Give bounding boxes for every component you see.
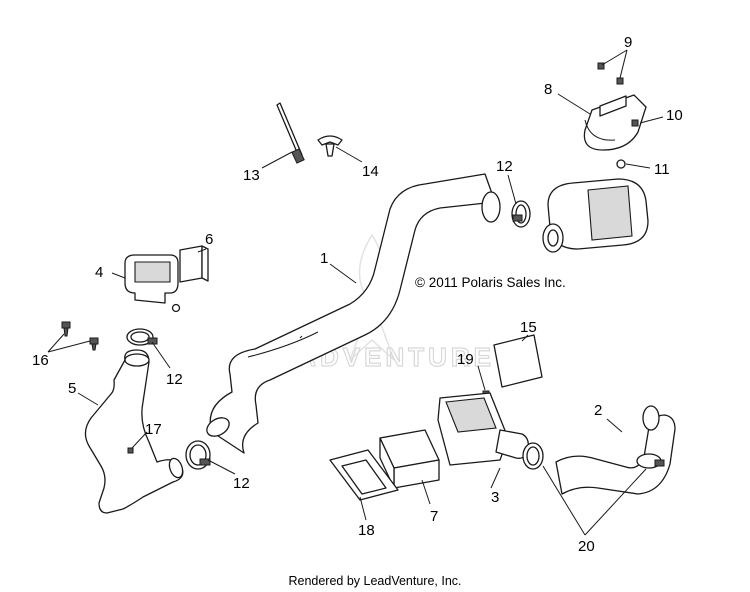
- callout-14: 14: [362, 163, 379, 180]
- callout-4: 4: [95, 264, 103, 281]
- callout-19: 19: [457, 351, 474, 368]
- callout-17: 17: [145, 421, 162, 438]
- push-clip-14: [317, 135, 343, 157]
- callout-10: 10: [666, 107, 683, 124]
- callout-13: 13: [243, 167, 260, 184]
- hose-clamp-12-bottom: [185, 440, 211, 470]
- lower-duct-5: [84, 349, 184, 514]
- cable-tie-13: [276, 102, 305, 164]
- callout-3: 3: [491, 489, 499, 506]
- callout-5: 5: [68, 380, 76, 397]
- air-filter-assembly: [542, 178, 649, 253]
- callout-15: 15: [520, 319, 537, 336]
- screws-16: [61, 321, 99, 351]
- callout-9: 9: [624, 34, 632, 51]
- bracket-8: [583, 94, 647, 151]
- callout-12-top: 12: [496, 158, 513, 175]
- filter-element-7: [379, 429, 440, 489]
- callout-16: 16: [32, 352, 49, 369]
- bolt-10: [631, 119, 639, 127]
- callout-12-left: 12: [166, 371, 183, 388]
- callout-6: 6: [205, 231, 213, 248]
- callout-20: 20: [578, 538, 595, 555]
- hose-clamp-12-left: [126, 328, 158, 346]
- leader-lines: [47, 49, 664, 536]
- intake-duct-1: [206, 173, 501, 454]
- callouts: 1 2 3 4 5 6 7 8 9 10 11 12 12 12 13 14 1…: [32, 34, 683, 555]
- bolts-9: [597, 62, 624, 85]
- gasket-sheet-15: [493, 334, 543, 388]
- rendered-by-footer: Rendered by LeadVenture, Inc.: [288, 574, 462, 588]
- callout-7: 7: [430, 508, 438, 525]
- callout-12-bottom: 12: [233, 475, 250, 492]
- outlet-duct-2: [555, 405, 676, 495]
- sensor-box-4: [124, 254, 181, 313]
- copyright-notice: © 2011 Polaris Sales Inc.: [415, 275, 566, 290]
- callout-18: 18: [358, 522, 375, 539]
- callout-8: 8: [544, 81, 552, 98]
- callout-11: 11: [654, 161, 670, 178]
- nut-11: [616, 159, 626, 169]
- foam-pad-6: [179, 245, 209, 283]
- hose-clamp-12-top: [511, 200, 531, 228]
- frame-18: [329, 449, 399, 501]
- callout-2: 2: [594, 402, 602, 419]
- callout-1: 1: [320, 250, 328, 267]
- airbox-3: [437, 392, 544, 470]
